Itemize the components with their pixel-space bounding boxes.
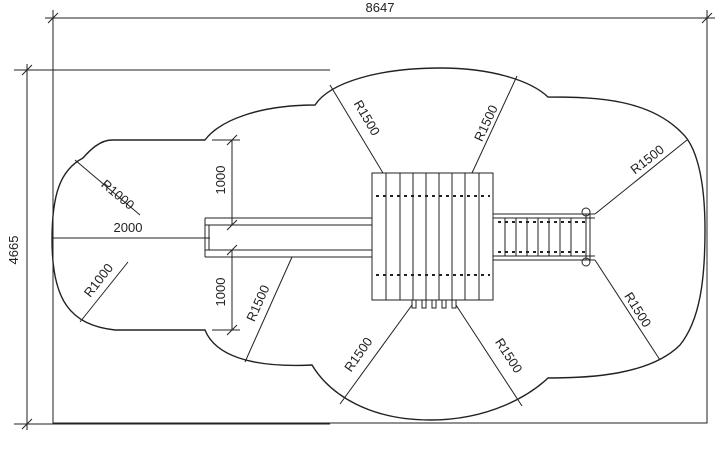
lower-offset-label: 1000 xyxy=(213,278,228,307)
radius-label-top-left: R1500 xyxy=(351,97,383,138)
upper-offset-label: 1000 xyxy=(213,166,228,195)
slide-length-label: 2000 xyxy=(114,220,143,235)
overall-width-label: 8647 xyxy=(366,0,395,15)
slide xyxy=(200,217,372,258)
lower-offset-dimension: 1000 xyxy=(212,244,240,336)
overall-height-label: 4665 xyxy=(6,236,21,265)
safety-zone-outline xyxy=(51,67,706,421)
radius-label-left-lower: R1000 xyxy=(81,261,116,300)
radius-label-top-right: R1500 xyxy=(471,103,501,144)
slide-length-dimension: 2000 xyxy=(52,220,205,239)
upper-offset-dimension: 1000 xyxy=(212,134,240,231)
overall-width-dimension: 8647 xyxy=(45,0,715,26)
platform-posts xyxy=(411,299,460,309)
platform-deck xyxy=(371,172,494,301)
ladder xyxy=(493,207,595,267)
radius-label-right-lower: R1500 xyxy=(621,289,654,329)
radius-label-lower-left: R1500 xyxy=(243,283,272,324)
radius-leaders xyxy=(74,75,688,407)
overall-height-dimension: 4665 xyxy=(6,64,330,430)
radius-label-left-upper: R1000 xyxy=(98,176,137,212)
radius-label-bottom-right: R1500 xyxy=(492,335,525,375)
radius-label-bottom-left: R1500 xyxy=(341,334,375,374)
